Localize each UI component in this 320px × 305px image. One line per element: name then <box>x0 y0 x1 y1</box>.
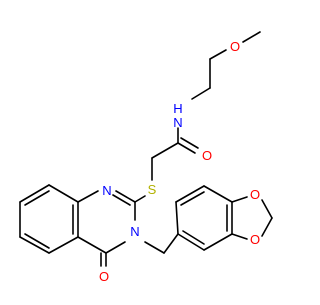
bond-ch2-aryl <box>163 233 179 254</box>
atom-methoxy-o: O <box>230 39 240 54</box>
bond-c2-n1-double <box>112 194 131 206</box>
bond-ch2-n <box>191 87 211 100</box>
atom-label-layer: O N H O S N N O O O <box>99 39 260 284</box>
bond-c6-c5-inner <box>24 233 50 249</box>
atom-amide-o: O <box>202 148 212 163</box>
bond-c8-c7-inner <box>24 190 50 206</box>
atom-thioether-s: S <box>148 182 157 197</box>
bond-methyl-o <box>242 31 261 43</box>
bond-carbonyl-ch2 <box>151 142 179 159</box>
bond-o1-ch2 <box>261 199 273 219</box>
atom-quinazoline-n1: N <box>102 183 111 198</box>
bond-c6-c5 <box>19 236 50 254</box>
structure-svg: O N H O S N N O O O <box>19 31 273 284</box>
bond-carbonyl-o-1 <box>177 142 196 154</box>
bond-o2-ar <box>231 233 248 240</box>
bond-c8-c7 <box>19 184 50 203</box>
bond-c4-c4a <box>77 236 107 254</box>
bond-s-c2 <box>134 195 146 203</box>
bond-ar-3 <box>203 185 233 203</box>
bond-carbonyl-o-2 <box>180 137 199 149</box>
bond-n3-c4 <box>105 241 126 254</box>
bond-ar-6-inner <box>182 230 205 245</box>
atom-amide-n: N <box>173 115 182 130</box>
bond-c2-n1 <box>115 190 136 203</box>
atom-quinazoline-n3: N <box>130 224 139 239</box>
bond-c5-c4a <box>48 236 79 254</box>
molecule-canvas: O N H O S N N O O O <box>19 31 273 284</box>
bond-ar-5 <box>203 233 233 251</box>
bond-c8a-c8 <box>48 184 79 203</box>
bond-layer <box>19 31 273 267</box>
bond-ch2-o2 <box>261 217 273 237</box>
bond-ar-o1 <box>231 196 248 203</box>
atom-quinazolinone-o: O <box>99 269 109 284</box>
bond-o-ch2 <box>209 49 227 60</box>
atom-dioxole-o2: O <box>250 232 260 247</box>
bond-ar-2-inner <box>180 191 205 206</box>
bond-ar-6 <box>177 233 205 251</box>
bond-ar-1 <box>175 201 179 235</box>
atom-dioxole-o1: O <box>250 187 260 202</box>
bond-ar-2 <box>175 185 205 203</box>
bond-n3-ch2 <box>144 241 165 254</box>
atom-amide-h: H <box>173 101 182 116</box>
bond-n1-c8a <box>77 190 99 203</box>
